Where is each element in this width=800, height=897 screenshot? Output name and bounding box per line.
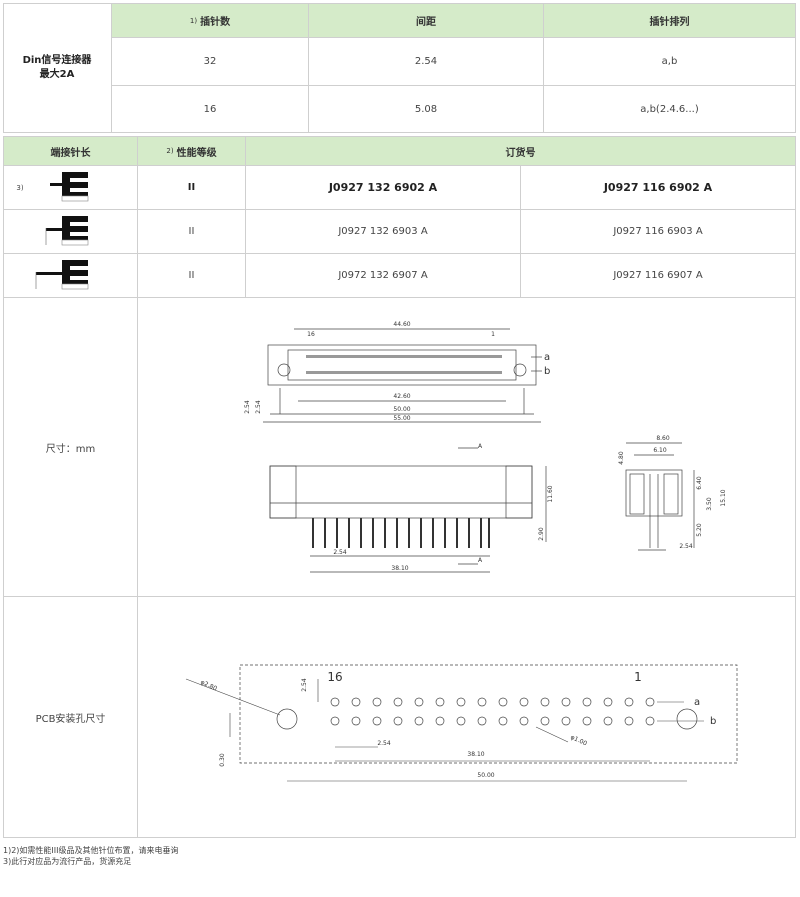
row3-order-32: J0972 132 6907 A	[338, 270, 428, 281]
dim-15-10: 15.10	[720, 489, 727, 506]
dim-42-60: 42.60	[393, 393, 410, 400]
connector-title: Din信号连接器 最大2A	[22, 55, 92, 80]
header-order-number: 订货号	[246, 137, 795, 165]
dim-pcb-50-00: 50.00	[477, 772, 494, 779]
dim-6-10: 6.10	[653, 447, 667, 454]
footnote-1: 1)2)如需性能III级品及其他针位布置，请来电垂询	[3, 846, 179, 855]
pin-16-label: 16	[307, 331, 315, 338]
terminal-length-image-3	[35, 260, 89, 290]
hole-big-diameter: φ2.80	[199, 679, 218, 693]
dim-pcb-38-10: 38.10	[467, 751, 484, 758]
dim-pcb-pitch: 2.54	[377, 740, 391, 747]
top-view-pins	[306, 355, 502, 374]
dim-8-60: 8.60	[656, 435, 670, 442]
dim-6-40: 6.40	[696, 476, 703, 490]
dim-4-80: 4.80	[618, 451, 625, 465]
dim-side-pitch: 2.54	[679, 543, 693, 550]
pcb-label: PCB安装孔尺寸	[35, 713, 106, 725]
row2-pitch: 5.08	[414, 104, 438, 115]
dim-left-2: 2.54	[255, 400, 262, 414]
row2-order-32: J0927 132 6903 A	[338, 226, 428, 237]
dim-44-60: 44.60	[393, 321, 410, 328]
dim-11-60: 11.60	[547, 485, 554, 502]
row2-order-16: J0927 116 6903 A	[613, 226, 703, 237]
header-pitch: 间距	[309, 4, 543, 37]
row1-note: 3)	[16, 183, 24, 192]
table1	[3, 3, 796, 133]
pcb-row-a: a	[694, 697, 700, 708]
table2	[3, 136, 796, 838]
row2-arrangement: a,b(2.4.6...)	[640, 104, 699, 115]
section-a-top: A	[478, 443, 483, 450]
dim-3-50: 3.50	[706, 497, 713, 511]
front-view-pins	[312, 518, 490, 548]
dim-pitch: 2.54	[333, 549, 347, 556]
dim-left-1: 2.54	[244, 400, 251, 414]
row3-grade: II	[188, 270, 195, 281]
row3-order-16: J0927 116 6907 A	[613, 270, 703, 281]
pin-1-label: 1	[491, 331, 495, 338]
row1-order-16: J0927 116 6902 A	[603, 181, 713, 194]
pcb-holes-row-b	[330, 716, 655, 726]
dim-2-90: 2.90	[538, 527, 545, 541]
row2-pins: 16	[203, 104, 217, 115]
dimensions-label: 尺寸：mm	[45, 443, 96, 455]
pcb-drawing: φ2.80 φ1.00 2.54 0.30 2.54 38.10 50.00 1…	[185, 664, 738, 782]
section-a-bottom: A	[478, 557, 483, 564]
dim-row-spacing: 2.54	[301, 678, 308, 692]
row1-grade: II	[187, 182, 196, 193]
header-arrangement: 插针排列	[544, 4, 795, 37]
terminal-length-image-1	[50, 172, 89, 202]
footnotes: 1)2)如需性能III级品及其他针位布置，请来电垂询 3)此行对应品为流行产品，…	[3, 845, 179, 867]
row1-pitch: 2.54	[414, 56, 438, 67]
row1-pins: 32	[203, 56, 217, 67]
hole-small-diameter: φ1.00	[569, 734, 588, 748]
row1-order-32: J0927 132 6902 A	[328, 181, 438, 194]
row-b-label: b	[544, 366, 550, 377]
dim-50-00: 50.00	[393, 406, 410, 413]
row-a-label: a	[544, 352, 550, 363]
pcb-pin-16: 16	[327, 670, 342, 684]
footnote-2: 3)此行对应品为流行产品，货源充足	[3, 857, 132, 866]
header-grade: 2)性能等级	[138, 137, 245, 165]
pcb-holes-row-a	[330, 697, 655, 707]
pcb-pin-1: 1	[634, 670, 642, 684]
row2-grade: II	[188, 226, 195, 237]
dim-55-00: 55.00	[393, 415, 410, 422]
row1-arrangement: a,b	[661, 56, 678, 67]
terminal-length-image-2	[45, 216, 89, 246]
header-terminal-length: 端接针长	[4, 137, 137, 165]
header-pins: 1)插针数	[112, 4, 308, 37]
pcb-row-b: b	[710, 716, 716, 727]
dim-5-20: 5.20	[696, 523, 703, 537]
dim-0-30: 0.30	[219, 753, 226, 767]
dimension-drawing: 44.60 42.60 50.00 55.00 16 1 2.54 2.54 2…	[244, 321, 727, 573]
dim-38-10: 38.10	[391, 565, 408, 572]
